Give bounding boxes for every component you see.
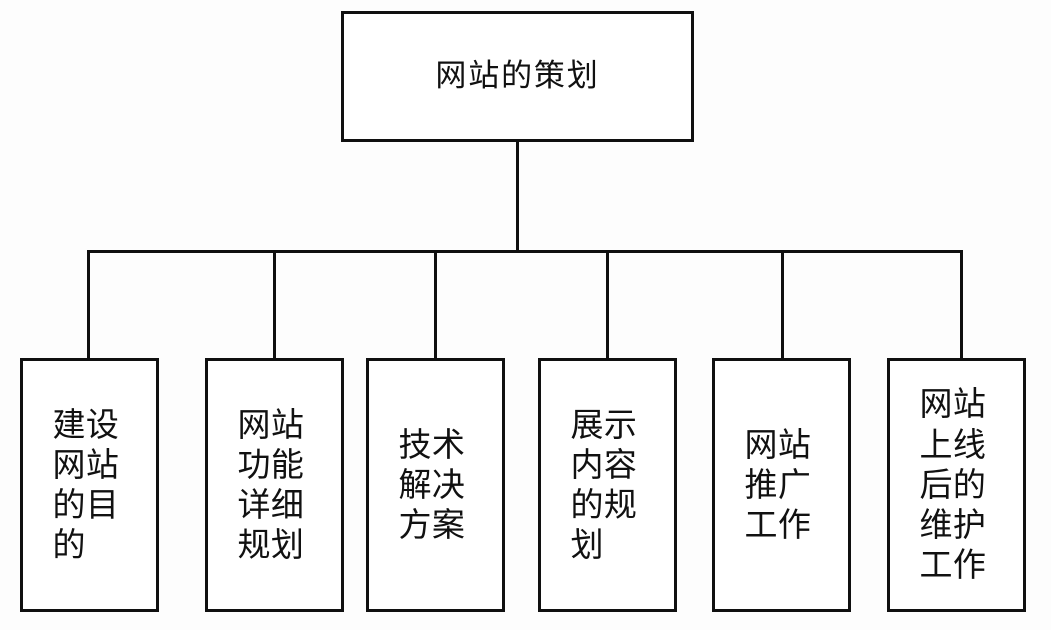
connector-drop-5 <box>781 250 784 360</box>
node-child-4[interactable]: 展示内容的规划 <box>538 358 677 612</box>
node-child-4-label: 展示内容的规划 <box>570 404 638 565</box>
node-child-2[interactable]: 网站功能详细规划 <box>205 358 344 612</box>
connector-drop-2 <box>273 250 276 360</box>
node-child-5-label: 网站推广工作 <box>744 424 812 545</box>
node-root-label: 网站的策划 <box>435 57 600 94</box>
node-child-6-label: 网站上线后的维护工作 <box>919 384 987 585</box>
node-root[interactable]: 网站的策划 <box>341 11 694 142</box>
connector-drop-1 <box>87 250 90 360</box>
connector-drop-4 <box>606 250 609 360</box>
node-child-1[interactable]: 建设网站的目的 <box>20 358 159 612</box>
connector-drop-6 <box>960 250 963 360</box>
node-child-5[interactable]: 网站推广工作 <box>712 358 851 612</box>
connector-root-trunk <box>516 141 519 253</box>
node-child-6[interactable]: 网站上线后的维护工作 <box>887 358 1026 612</box>
node-child-3[interactable]: 技术解决方案 <box>366 358 505 612</box>
node-child-2-label: 网站功能详细规划 <box>237 404 305 565</box>
node-child-1-label: 建设网站的目的 <box>52 404 120 565</box>
node-child-3-label: 技术解决方案 <box>398 424 466 545</box>
connector-drop-3 <box>434 250 437 360</box>
connector-horizontal-bus <box>87 250 963 253</box>
